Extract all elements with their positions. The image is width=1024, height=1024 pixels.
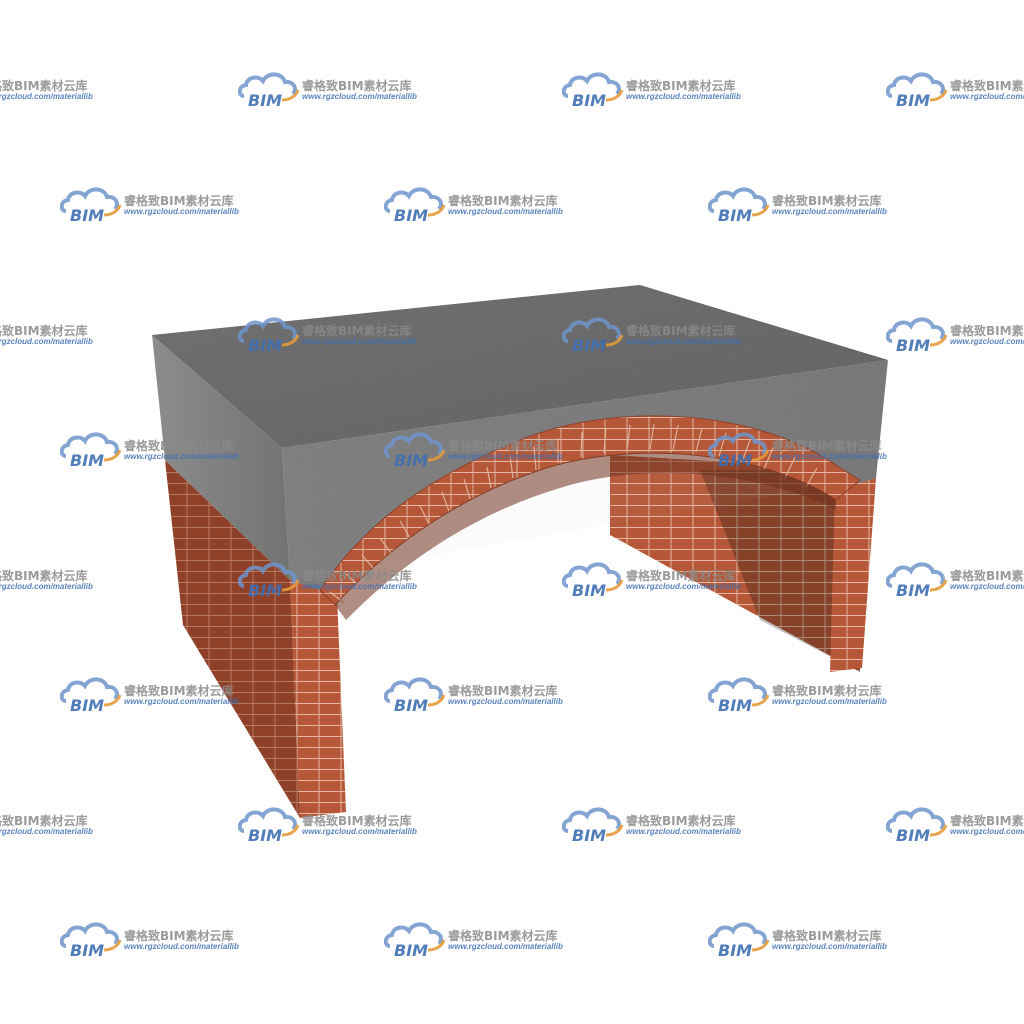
- concrete-grain: [152, 285, 888, 580]
- back-right-wall-shadow: [700, 470, 860, 672]
- front-right-pier: [830, 478, 876, 672]
- arch-soffit: [335, 453, 836, 620]
- front-left-pier: [290, 572, 346, 818]
- left-side-wall: [165, 460, 300, 818]
